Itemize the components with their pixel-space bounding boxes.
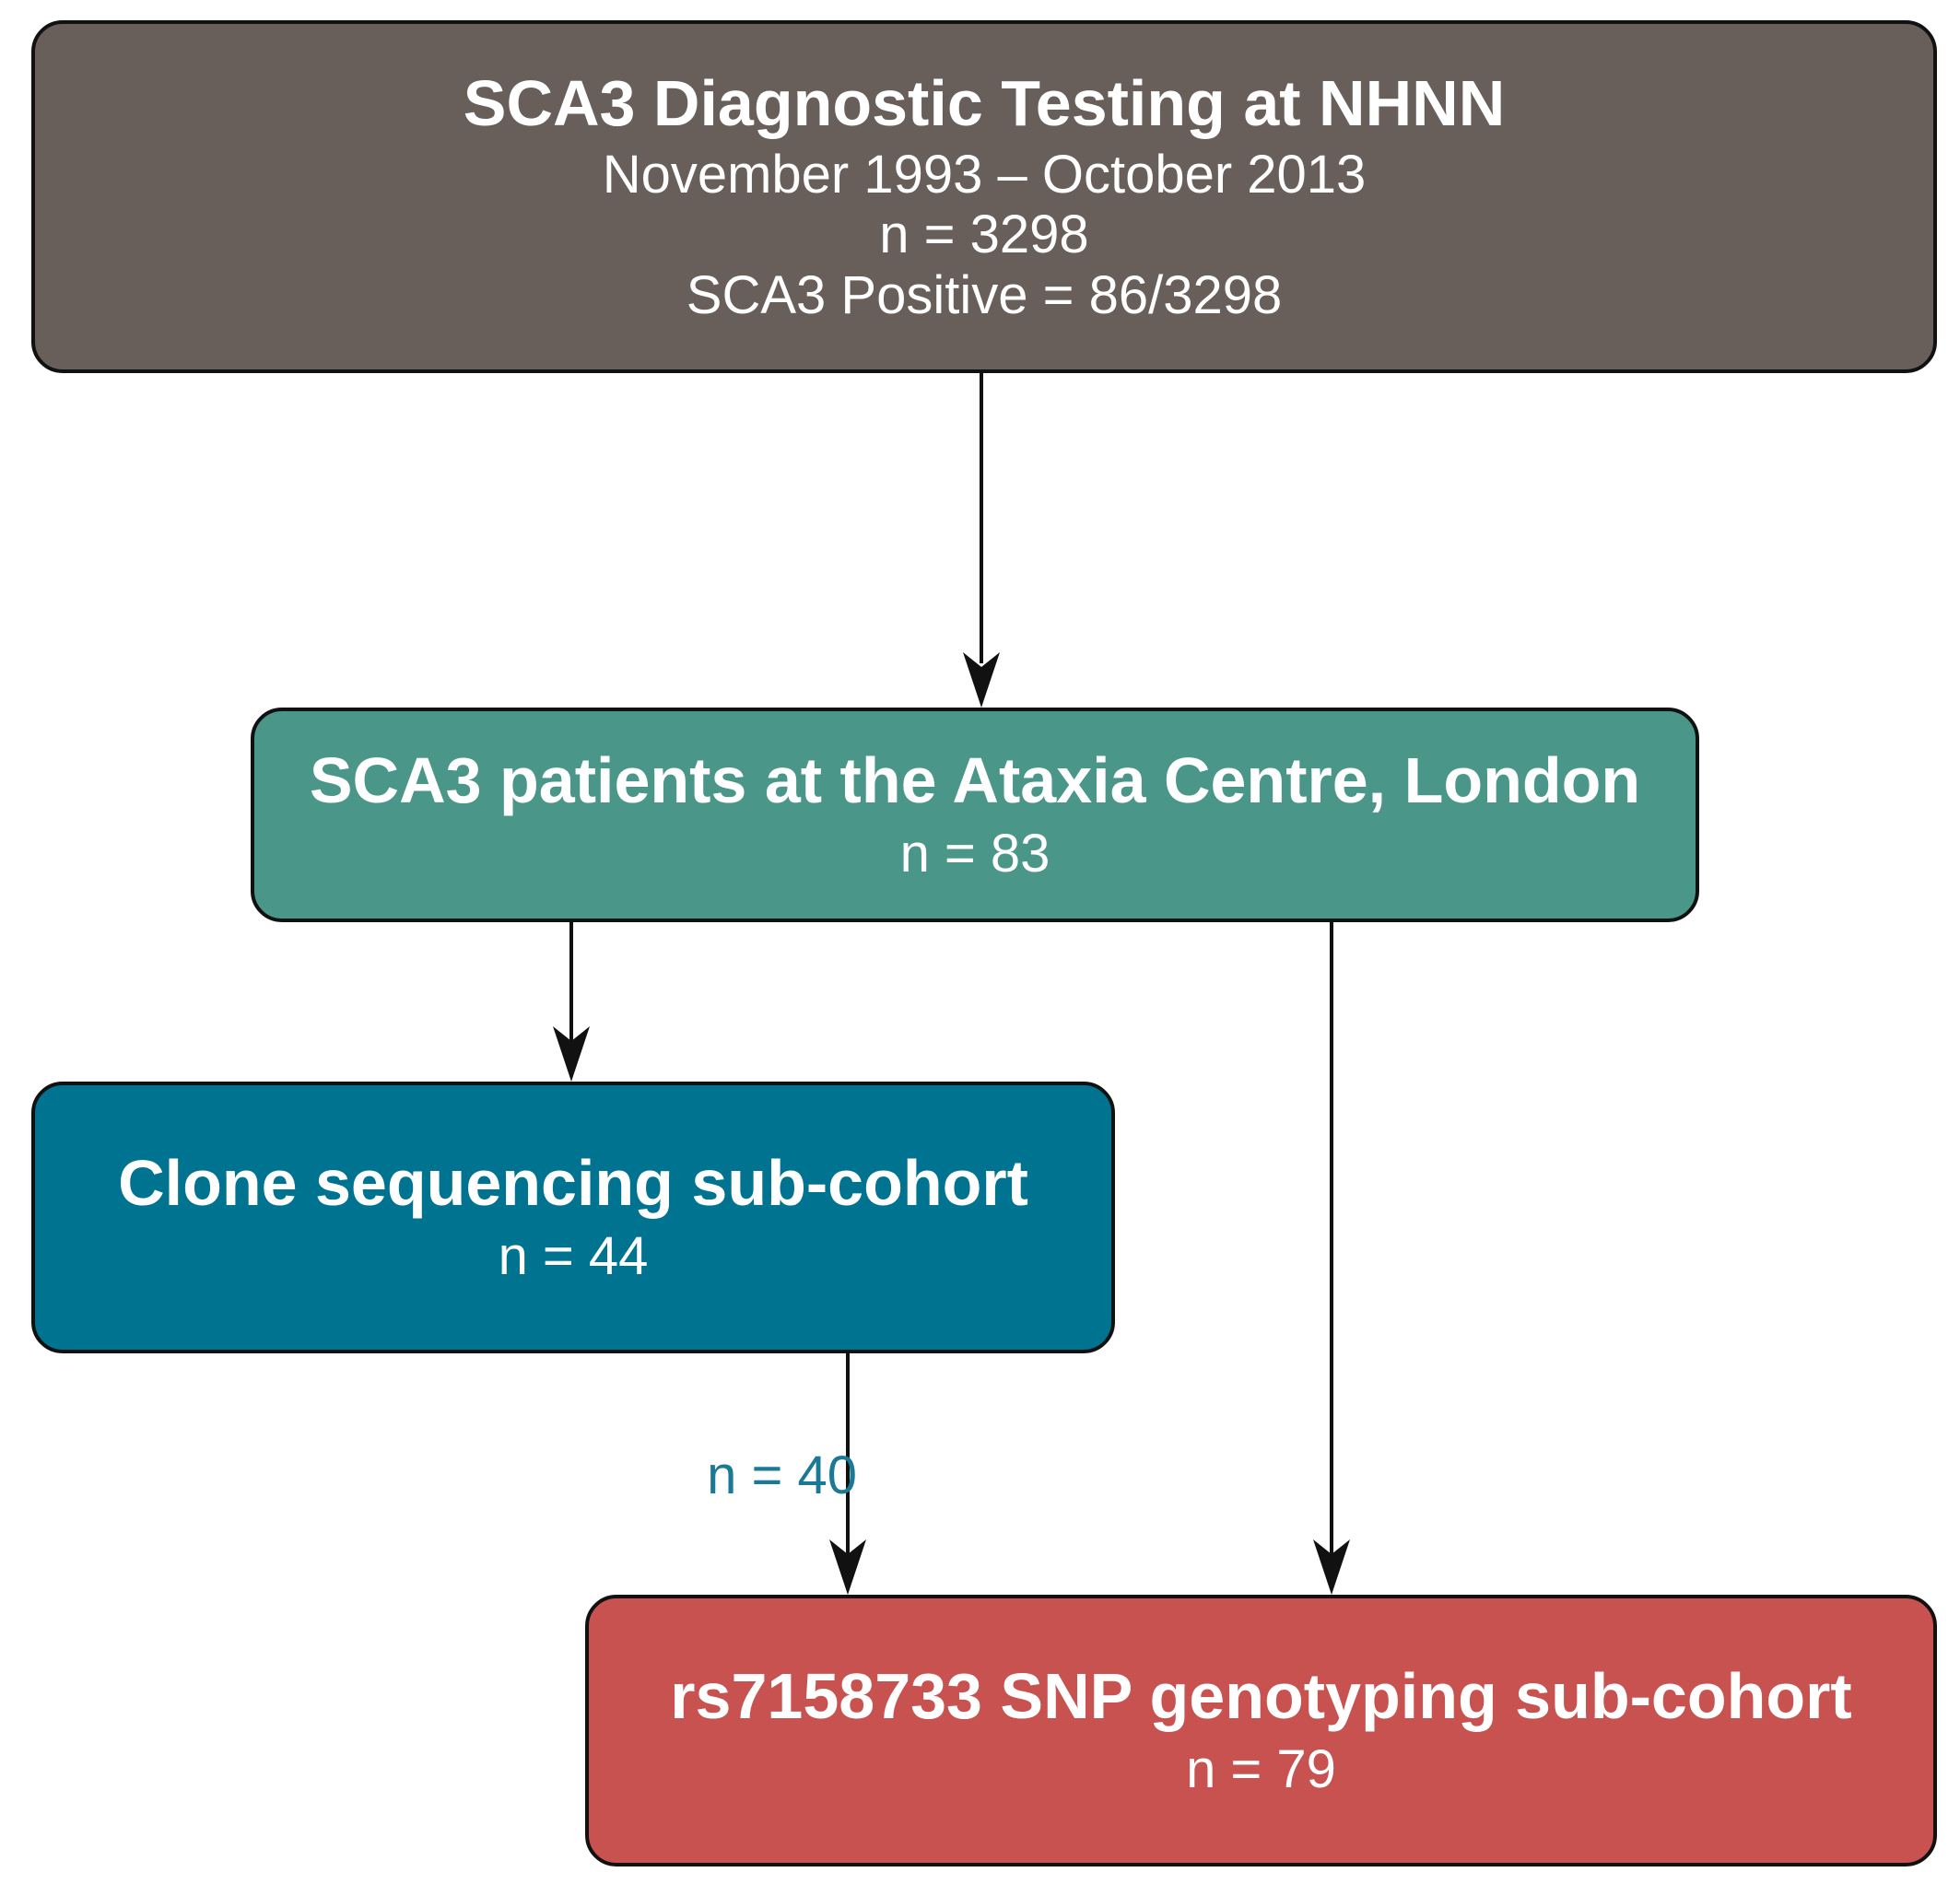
node-clone-sequencing: Clone sequencing sub-cohort n = 44 (31, 1082, 1115, 1353)
node-ataxia-centre-patients: SCA3 patients at the Ataxia Centre, Lond… (251, 708, 1699, 922)
node-snp-genotyping: rs7158733 SNP genotyping sub-cohort n = … (585, 1595, 1937, 1866)
node-diagnostic-testing: SCA3 Diagnostic Testing at NHNN November… (31, 20, 1937, 373)
arrow-left-to-bottom (829, 1353, 866, 1595)
arrow-middle-to-left (553, 922, 590, 1082)
node-title: SCA3 patients at the Ataxia Centre, Lond… (309, 744, 1641, 817)
node-title: Clone sequencing sub-cohort (118, 1147, 1028, 1220)
edge-label-clone-to-snp: n = 40 (707, 1445, 857, 1505)
arrow-top-to-middle (963, 373, 1000, 708)
node-positive-count: SCA3 Positive = 86/3298 (686, 264, 1283, 325)
node-count: n = 44 (498, 1226, 649, 1287)
node-count: n = 79 (1186, 1739, 1336, 1800)
node-title: SCA3 Diagnostic Testing at NHNN (463, 66, 1506, 139)
node-title: rs7158733 SNP genotyping sub-cohort (670, 1660, 1852, 1733)
node-count: n = 3298 (879, 205, 1089, 265)
node-count: n = 83 (899, 824, 1050, 884)
node-date-range: November 1993 – October 2013 (602, 144, 1367, 205)
arrow-middle-to-bottom (1313, 922, 1350, 1595)
